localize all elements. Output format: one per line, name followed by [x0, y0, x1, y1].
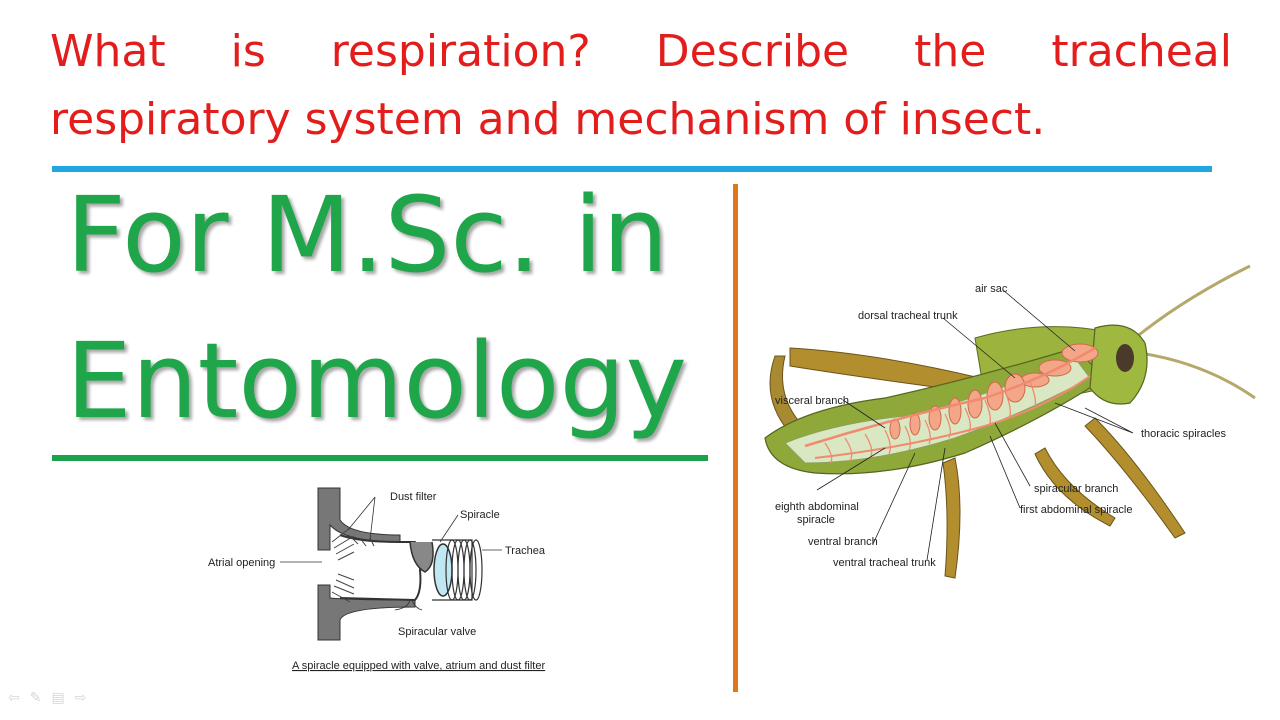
label-trachea: Trachea	[505, 545, 546, 557]
fore-leg-1	[1034, 447, 1116, 527]
body-wall-upper	[317, 487, 401, 551]
dust-filter-hairs	[331, 527, 375, 603]
menu-icon[interactable]: ▤	[51, 690, 65, 706]
leader-lines	[816, 289, 1134, 561]
antenna-2	[1139, 351, 1256, 400]
label-eighth-abdominal-2: spiracle	[797, 514, 835, 526]
tracheal-branches	[824, 381, 1037, 464]
dorsal-tracheal-trunk	[804, 346, 1096, 448]
label-ventral-tracheal-trunk: ventral tracheal trunk	[833, 557, 936, 569]
label-visceral-branch: visceral branch	[775, 395, 849, 407]
green-divider	[52, 455, 708, 461]
title-line-2: Entomology	[66, 320, 688, 442]
spiracle-oval	[433, 543, 453, 597]
label-atrial-opening: Atrial opening	[208, 557, 275, 569]
middle-leg	[942, 457, 961, 579]
body-wall-lower	[317, 584, 416, 641]
ventral-tracheal-trunk	[814, 375, 1091, 459]
trachea-rings	[432, 539, 483, 601]
label-dust-filter: Dust filter	[390, 491, 437, 503]
orange-divider	[733, 184, 738, 692]
label-dorsal-tracheal-trunk: dorsal tracheal trunk	[858, 310, 958, 322]
slide-nav: ⇦ ✎ ▤ ⇨	[8, 690, 86, 706]
arrow-right-icon[interactable]: ⇨	[74, 690, 87, 706]
question-heading: What is respiration? Describe the trache…	[50, 18, 1232, 154]
pen-icon[interactable]: ✎	[29, 690, 42, 706]
label-eighth-abdominal-1: eighth abdominal	[775, 501, 859, 513]
label-thoracic-spiracles: thoracic spiracles	[1141, 428, 1226, 440]
label-spiracular-valve: Spiracular valve	[398, 626, 476, 638]
compound-eye	[1116, 344, 1134, 372]
question-line-2: respiratory system and mechanism of inse…	[50, 94, 1046, 145]
valve-curve	[409, 541, 434, 573]
label-first-abdominal-spiracle: first abdominal spiracle	[1020, 504, 1133, 516]
fore-leg-2	[1084, 417, 1186, 539]
spiracle-diagram: Dust filter Spiracle Trachea Atrial open…	[208, 487, 546, 672]
antenna-1	[1134, 264, 1251, 340]
question-line-1: What is respiration? Describe the trache…	[50, 26, 1232, 77]
air-sacs	[889, 343, 1099, 440]
label-ventral-branch: ventral branch	[808, 536, 878, 548]
label-air-sac: air sac	[975, 283, 1008, 295]
spiracle-caption: A spiracle equipped with valve, atrium a…	[292, 660, 545, 672]
arrow-left-icon[interactable]: ⇦	[8, 690, 20, 706]
grasshopper-diagram: air sac dorsal tracheal trunk visceral b…	[764, 264, 1256, 579]
label-spiracle: Spiracle	[460, 509, 500, 521]
blue-divider	[52, 166, 1212, 172]
title-line-1: For M.Sc. in	[66, 174, 669, 296]
label-spiracular-branch: spiracular branch	[1034, 483, 1118, 495]
